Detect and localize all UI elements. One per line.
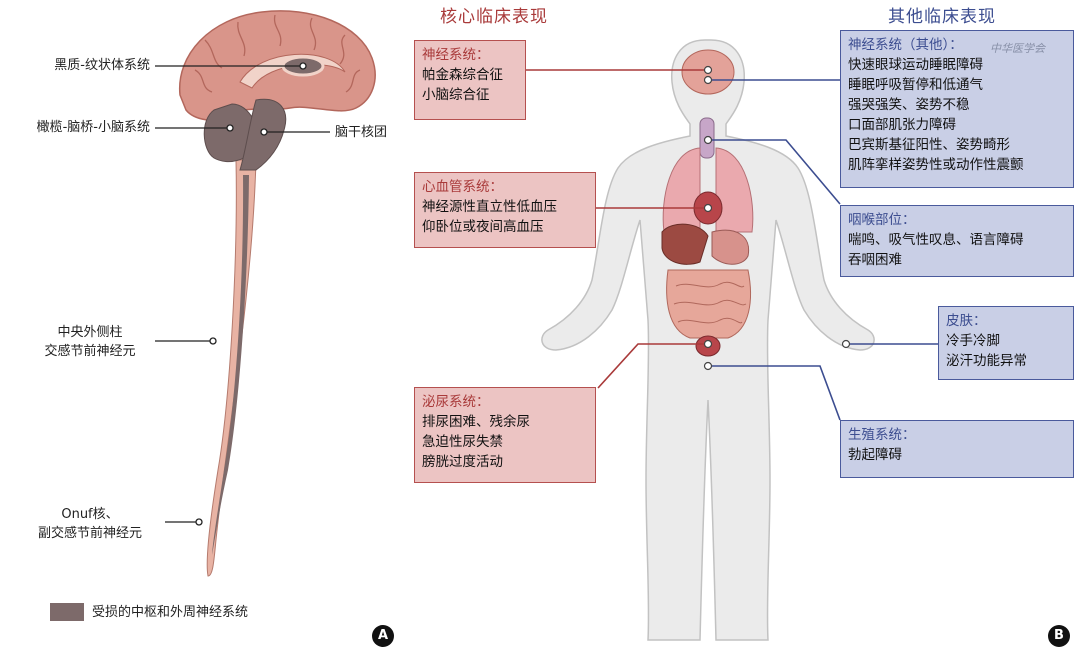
panel-b-badge: B: [1048, 625, 1070, 647]
leader-endpoints: [703, 65, 851, 371]
other-box-throat-line: 喘鸣、吸气性叹息、语言障碍: [848, 232, 1024, 248]
other-box-neuro-line: 睡眠呼吸暂停和低通气: [848, 77, 983, 93]
other-box-neuro-line: 口面部肌张力障碍: [848, 117, 956, 133]
other-box-neuro-line: 快速眼球运动睡眠障碍: [848, 57, 983, 73]
body-right-lung: [715, 147, 754, 233]
label-onuf-line1: Onuf核、: [61, 507, 119, 522]
core-box-neuro-line: 帕金森综合征: [422, 67, 503, 83]
core-box-cardio-title: 心血管系统：: [422, 179, 503, 195]
other-box-skin-line: 泌汗功能异常: [946, 353, 1027, 369]
core-box-urinary-title: 泌尿系统：: [422, 394, 490, 410]
label-brainstem-nuclei: 脑干核团: [335, 125, 388, 140]
legend-swatch: [50, 603, 84, 621]
label-onuf: Onuf核、 副交感节前神经元: [20, 505, 160, 543]
core-box-cardio: 心血管系统： 神经源性直立性低血压 仰卧位或夜间高血压: [414, 172, 596, 248]
label-intermediolateral-line1: 中央外侧柱: [57, 325, 123, 340]
brain-spinal-cord-illustration: [50, 10, 376, 621]
label-intermediolateral-line2: 交感节前神经元: [44, 344, 136, 359]
body-liver: [661, 223, 709, 265]
label-olivopontocerebellar: 橄榄-脑桥-小脑系统: [36, 120, 150, 135]
other-box-throat: 咽喉部位： 喘鸣、吸气性叹息、语言障碍 吞咽困难: [840, 205, 1074, 277]
other-box-genital: 生殖系统： 勃起障碍: [840, 420, 1074, 478]
other-box-neuro-line: 强哭强笑、姿势不稳: [848, 97, 970, 113]
label-substantia-nigra: 黑质-纹状体系统: [54, 58, 150, 73]
core-box-neuro-title: 神经系统：: [422, 47, 490, 63]
other-box-skin: 皮肤： 冷手冷脚 泌汗功能异常: [938, 306, 1074, 380]
other-box-genital-line: 勃起障碍: [848, 447, 902, 463]
core-heading: 核心临床表现: [440, 7, 548, 27]
cerebellum: [203, 103, 258, 162]
label-intermediolateral: 中央外侧柱 交感节前神经元: [30, 323, 150, 361]
panel-a-badge: A: [372, 625, 394, 647]
spinal-cord-damaged-column: [212, 175, 249, 555]
other-box-skin-line: 冷手冷脚: [946, 333, 1000, 349]
other-leader-lines: [708, 79, 940, 421]
core-leader-lines: [524, 69, 708, 389]
other-box-neuro-title: 神经系统（其他）：: [848, 37, 963, 53]
human-body-illustration: [524, 39, 940, 641]
watermark: 中华医学会: [990, 42, 1045, 55]
core-box-neuro: 神经系统： 帕金森综合征 小脑综合征: [414, 40, 526, 120]
core-box-urinary-line: 膀胱过度活动: [422, 454, 503, 470]
core-box-neuro-line: 小脑综合征: [422, 87, 490, 103]
other-heading: 其他临床表现: [888, 7, 996, 27]
legend-label: 受损的中枢和外周神经系统: [92, 605, 249, 620]
spinal-cord: [206, 159, 257, 577]
other-box-skin-title: 皮肤：: [946, 313, 987, 329]
core-box-cardio-line: 神经源性直立性低血压: [422, 199, 557, 215]
core-box-urinary-line: 急迫性尿失禁: [422, 434, 503, 450]
other-box-neuro-line: 巴宾斯基征阳性、姿势畸形: [848, 137, 1010, 153]
core-box-cardio-line: 仰卧位或夜间高血压: [422, 219, 544, 235]
body-stomach: [711, 229, 750, 265]
other-box-neuro-line: 肌阵挛样姿势性或动作性震颤: [848, 157, 1024, 173]
other-box-throat-line: 吞咽困难: [848, 252, 902, 268]
core-box-urinary: 泌尿系统： 排尿困难、残余尿 急迫性尿失禁 膀胱过度活动: [414, 387, 596, 483]
other-box-throat-title: 咽喉部位：: [848, 212, 916, 228]
other-box-genital-title: 生殖系统：: [848, 427, 916, 443]
label-onuf-line2: 副交感节前神经元: [37, 526, 142, 541]
body-intestines: [666, 269, 751, 339]
other-box-neuro: 神经系统（其他）： 快速眼球运动睡眠障碍 睡眠呼吸暂停和低通气 强哭强笑、姿势不…: [840, 30, 1074, 188]
core-box-urinary-line: 排尿困难、残余尿: [422, 414, 530, 430]
panel-a-leader-lines: [155, 62, 330, 526]
intestine-folds: [673, 281, 747, 324]
